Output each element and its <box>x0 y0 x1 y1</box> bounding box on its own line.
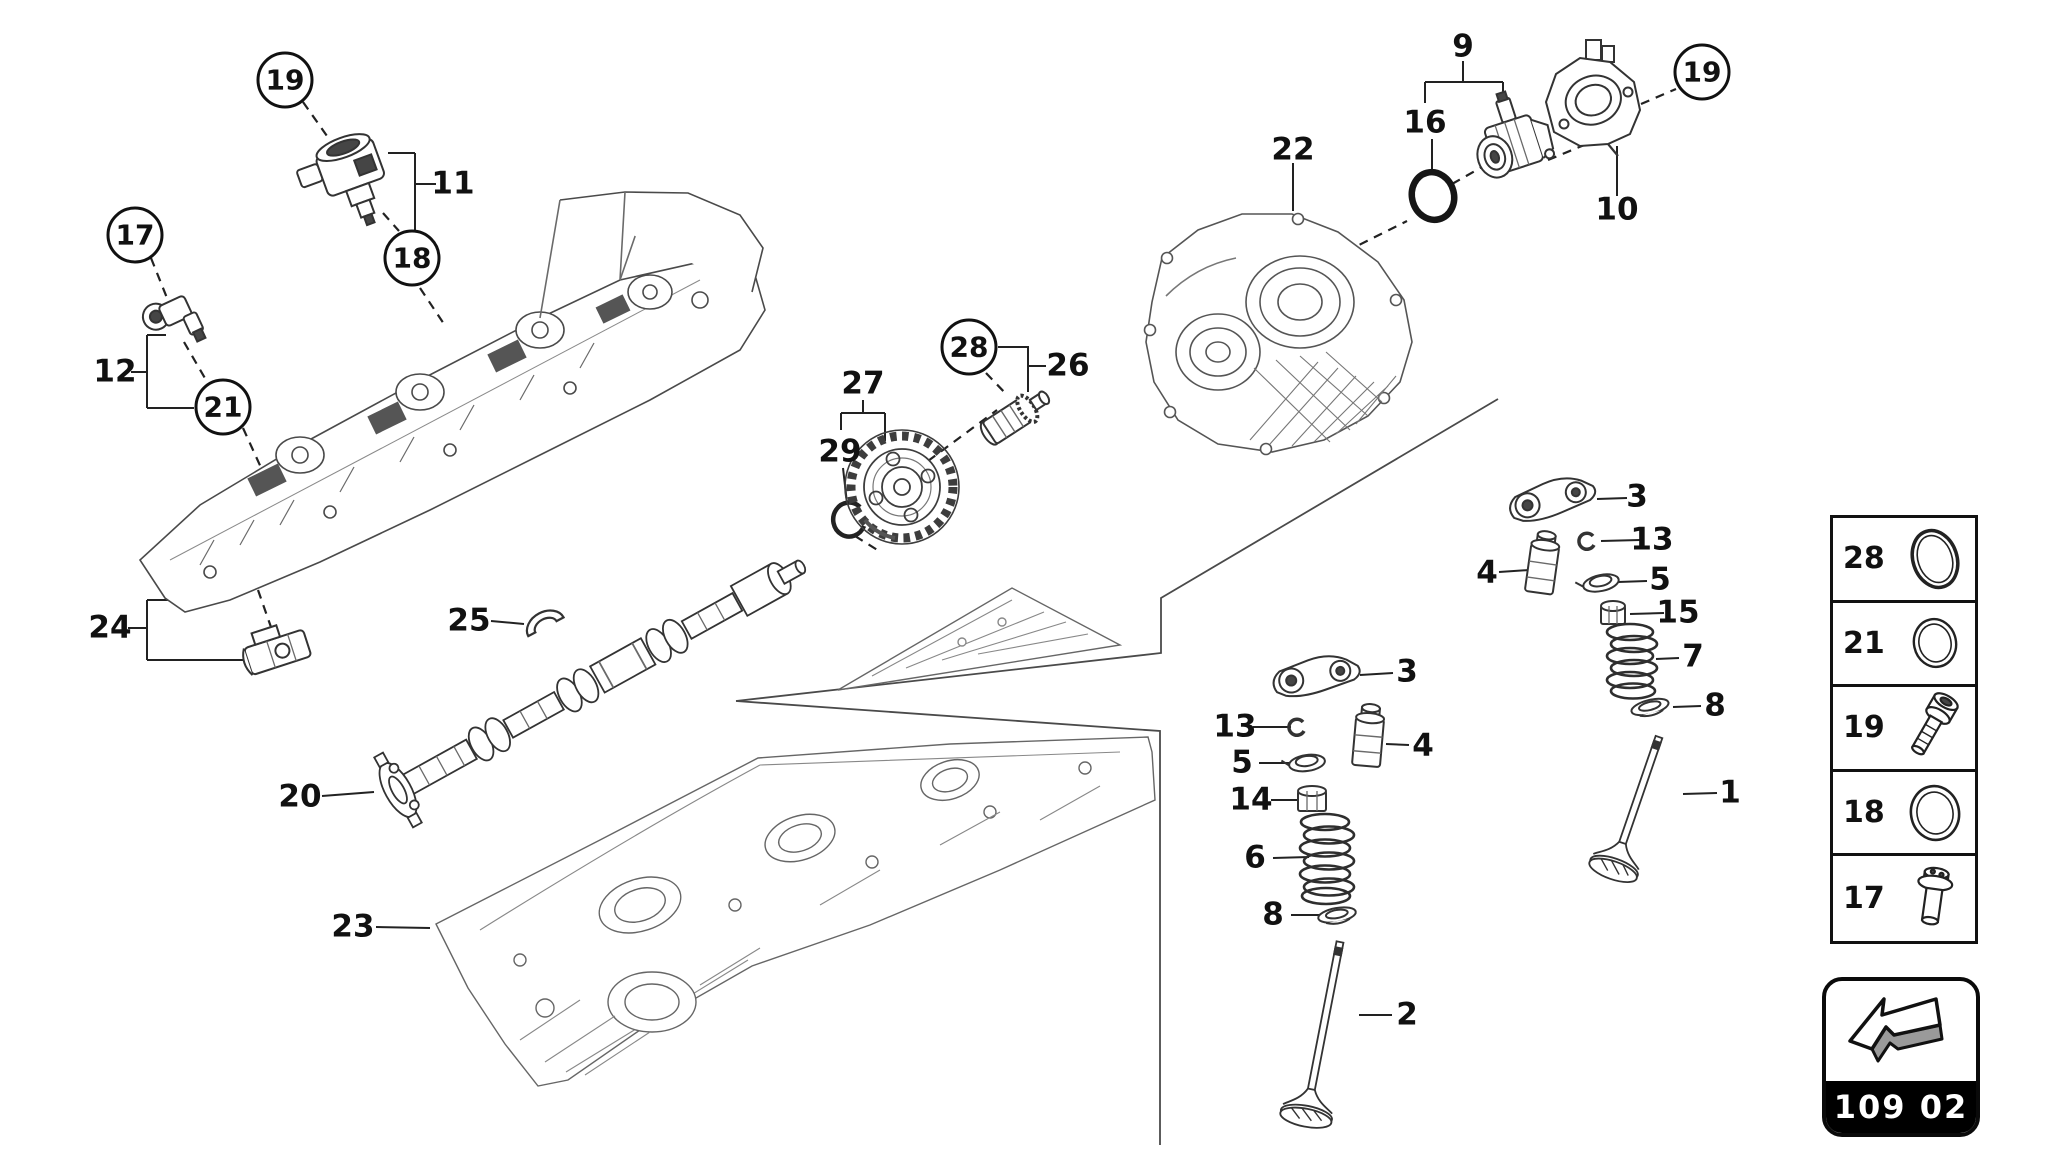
bearing-shell-part-25 <box>525 609 566 638</box>
part-callout-25: 25 <box>447 602 491 639</box>
part-callout-1: 1 <box>1719 774 1741 811</box>
part-callout-8: 8 <box>1704 687 1726 724</box>
assembly-axis-dashed-lines <box>149 87 1677 631</box>
part-callout-8: 8 <box>1262 896 1284 933</box>
circled-part-callout-19: 19 <box>1673 43 1731 101</box>
cylinder-head-part-23 <box>435 736 1156 1087</box>
hydraulic-lifter-part-4-right <box>1524 530 1561 596</box>
actuator-part-9 <box>1476 90 1556 179</box>
part-callout-11: 11 <box>431 165 475 202</box>
part-callout-29: 29 <box>818 433 862 470</box>
part-callout-20: 20 <box>278 778 322 815</box>
spring-seat-part-8-left <box>1317 906 1357 925</box>
spring-seat-part-8-right <box>1630 697 1670 718</box>
valve-keeper-part-13-right <box>1577 531 1596 551</box>
section-code-label: 109 02 <box>1826 1081 1976 1133</box>
part-callout-4: 4 <box>1476 554 1498 591</box>
socket-bolt-icon <box>1895 688 1975 768</box>
part-callout-26: 26 <box>1046 347 1090 384</box>
solenoid-valve-part-11 <box>296 133 385 227</box>
cam-carrier-module-drawing <box>138 191 766 613</box>
circled-part-callout-28: 28 <box>940 318 998 376</box>
part-callout-16: 16 <box>1403 104 1447 141</box>
valve-keeper-part-13-left <box>1287 717 1306 737</box>
bearing-bracket-part-24 <box>242 624 312 676</box>
part-callout-9: 9 <box>1452 28 1474 65</box>
circled-part-callout-18: 18 <box>383 229 441 287</box>
center-bolt-part-26 <box>979 390 1051 446</box>
legend-row-19: 19 <box>1833 687 1975 772</box>
part-callout-7: 7 <box>1682 638 1704 675</box>
part-callout-6: 6 <box>1244 839 1266 876</box>
part-callout-13: 13 <box>1213 708 1257 745</box>
legend-row-18: 18 <box>1833 772 1975 857</box>
cylinder-head-rear-sliver <box>837 587 1123 691</box>
rocker-arm-part-3-right <box>1509 477 1597 522</box>
circled-part-callout-21: 21 <box>194 378 252 436</box>
part-callout-10: 10 <box>1595 191 1639 228</box>
cam-phaser-sprocket-part-27 <box>844 429 960 545</box>
section-code-badge: 109 02 <box>1822 977 1980 1137</box>
part-callout-4: 4 <box>1412 727 1434 764</box>
hydraulic-lifter-part-4-left <box>1351 703 1386 768</box>
exhaust-valve-part-1 <box>1588 734 1664 883</box>
section-divider-lines <box>735 398 1499 1145</box>
o-ring-part-16 <box>1408 168 1458 224</box>
valve-spring-part-6 <box>1298 812 1356 906</box>
spring-retainer-part-5-left <box>1280 753 1326 773</box>
flange-screw-icon <box>1895 859 1975 939</box>
actuator-housing-part-10 <box>1544 39 1642 157</box>
valve-guide-part-15 <box>1600 600 1626 625</box>
legend-number: 19 <box>1843 710 1885 746</box>
circled-part-callout-19: 19 <box>256 51 314 109</box>
part-callout-24: 24 <box>88 609 132 646</box>
legend-number: 17 <box>1843 881 1885 917</box>
seal-ring-icon <box>1895 521 1975 597</box>
part-callout-27: 27 <box>841 365 885 402</box>
part-callout-3: 3 <box>1626 478 1648 515</box>
circled-part-callout-17: 17 <box>106 206 164 264</box>
callout-leader-lines <box>128 61 1718 1016</box>
o-ring-large-icon <box>1895 777 1975 849</box>
spring-retainer-part-5-right <box>1574 573 1620 593</box>
part-callout-12: 12 <box>93 353 137 390</box>
legend-number: 28 <box>1843 541 1885 577</box>
part-callout-22: 22 <box>1271 131 1315 168</box>
camshaft-drawing <box>373 559 807 829</box>
o-ring-icon <box>1895 608 1975 678</box>
part-callout-14: 14 <box>1229 781 1273 818</box>
camshaft-sensor-part-12 <box>141 295 207 343</box>
legend-number: 18 <box>1843 795 1885 831</box>
part-callout-15: 15 <box>1656 594 1700 631</box>
fastener-legend: 28 21 19 18 <box>1830 515 1978 944</box>
timing-cover-part-22 <box>1143 212 1413 456</box>
valve-guide-part-14 <box>1297 785 1327 812</box>
direction-arrow-icon <box>1826 981 1976 1081</box>
part-callout-5: 5 <box>1649 561 1671 598</box>
part-callout-3: 3 <box>1396 653 1418 690</box>
legend-row-21: 21 <box>1833 603 1975 688</box>
legend-number: 21 <box>1843 625 1885 661</box>
part-callout-2: 2 <box>1396 996 1418 1033</box>
valve-spring-part-7 <box>1605 622 1659 700</box>
rocker-arm-part-3-left <box>1272 655 1361 698</box>
part-callout-23: 23 <box>331 908 375 945</box>
intake-valve-part-2 <box>1279 940 1345 1129</box>
legend-row-17: 17 <box>1833 856 1975 941</box>
legend-row-28: 28 <box>1833 518 1975 603</box>
part-callout-5: 5 <box>1231 744 1253 781</box>
part-callout-13: 13 <box>1630 521 1674 558</box>
